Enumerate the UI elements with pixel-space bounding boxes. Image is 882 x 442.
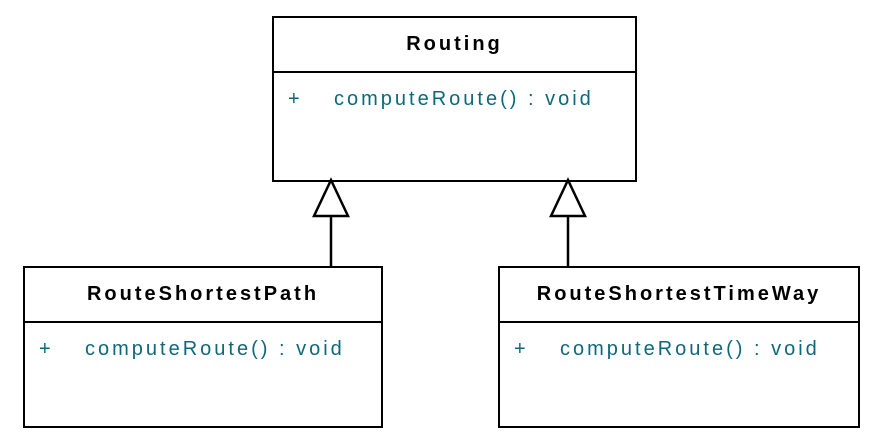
operations-compartment: + computeRoute() : void — [274, 73, 635, 180]
inheritance-triangle-icon — [312, 177, 350, 218]
visibility-public: + — [514, 338, 529, 360]
class-member: + computeRoute() : void — [39, 336, 375, 362]
generalization-arrow-route-shortest-path — [312, 177, 350, 267]
visibility-public: + — [288, 88, 303, 110]
operations-compartment: + computeRoute() : void — [25, 323, 381, 426]
class-name: Routing — [274, 18, 635, 73]
class-box-route-shortest-path: RouteShortestPath + computeRoute() : voi… — [23, 266, 383, 428]
class-member: + computeRoute() : void — [514, 336, 852, 362]
class-name: RouteShortestTimeWay — [500, 268, 858, 323]
method-signature: computeRoute() : void — [85, 338, 345, 360]
class-box-route-shortest-time-way: RouteShortestTimeWay + computeRoute() : … — [498, 266, 860, 428]
operations-compartment: + computeRoute() : void — [500, 323, 858, 426]
method-signature: computeRoute() : void — [334, 88, 594, 110]
class-name: RouteShortestPath — [25, 268, 381, 323]
generalization-arrow-route-shortest-time-way — [549, 177, 587, 267]
inheritance-triangle-icon — [549, 177, 587, 218]
visibility-public: + — [39, 338, 54, 360]
class-box-routing: Routing + computeRoute() : void — [272, 16, 637, 182]
method-signature: computeRoute() : void — [560, 338, 820, 360]
class-member: + computeRoute() : void — [288, 86, 629, 112]
